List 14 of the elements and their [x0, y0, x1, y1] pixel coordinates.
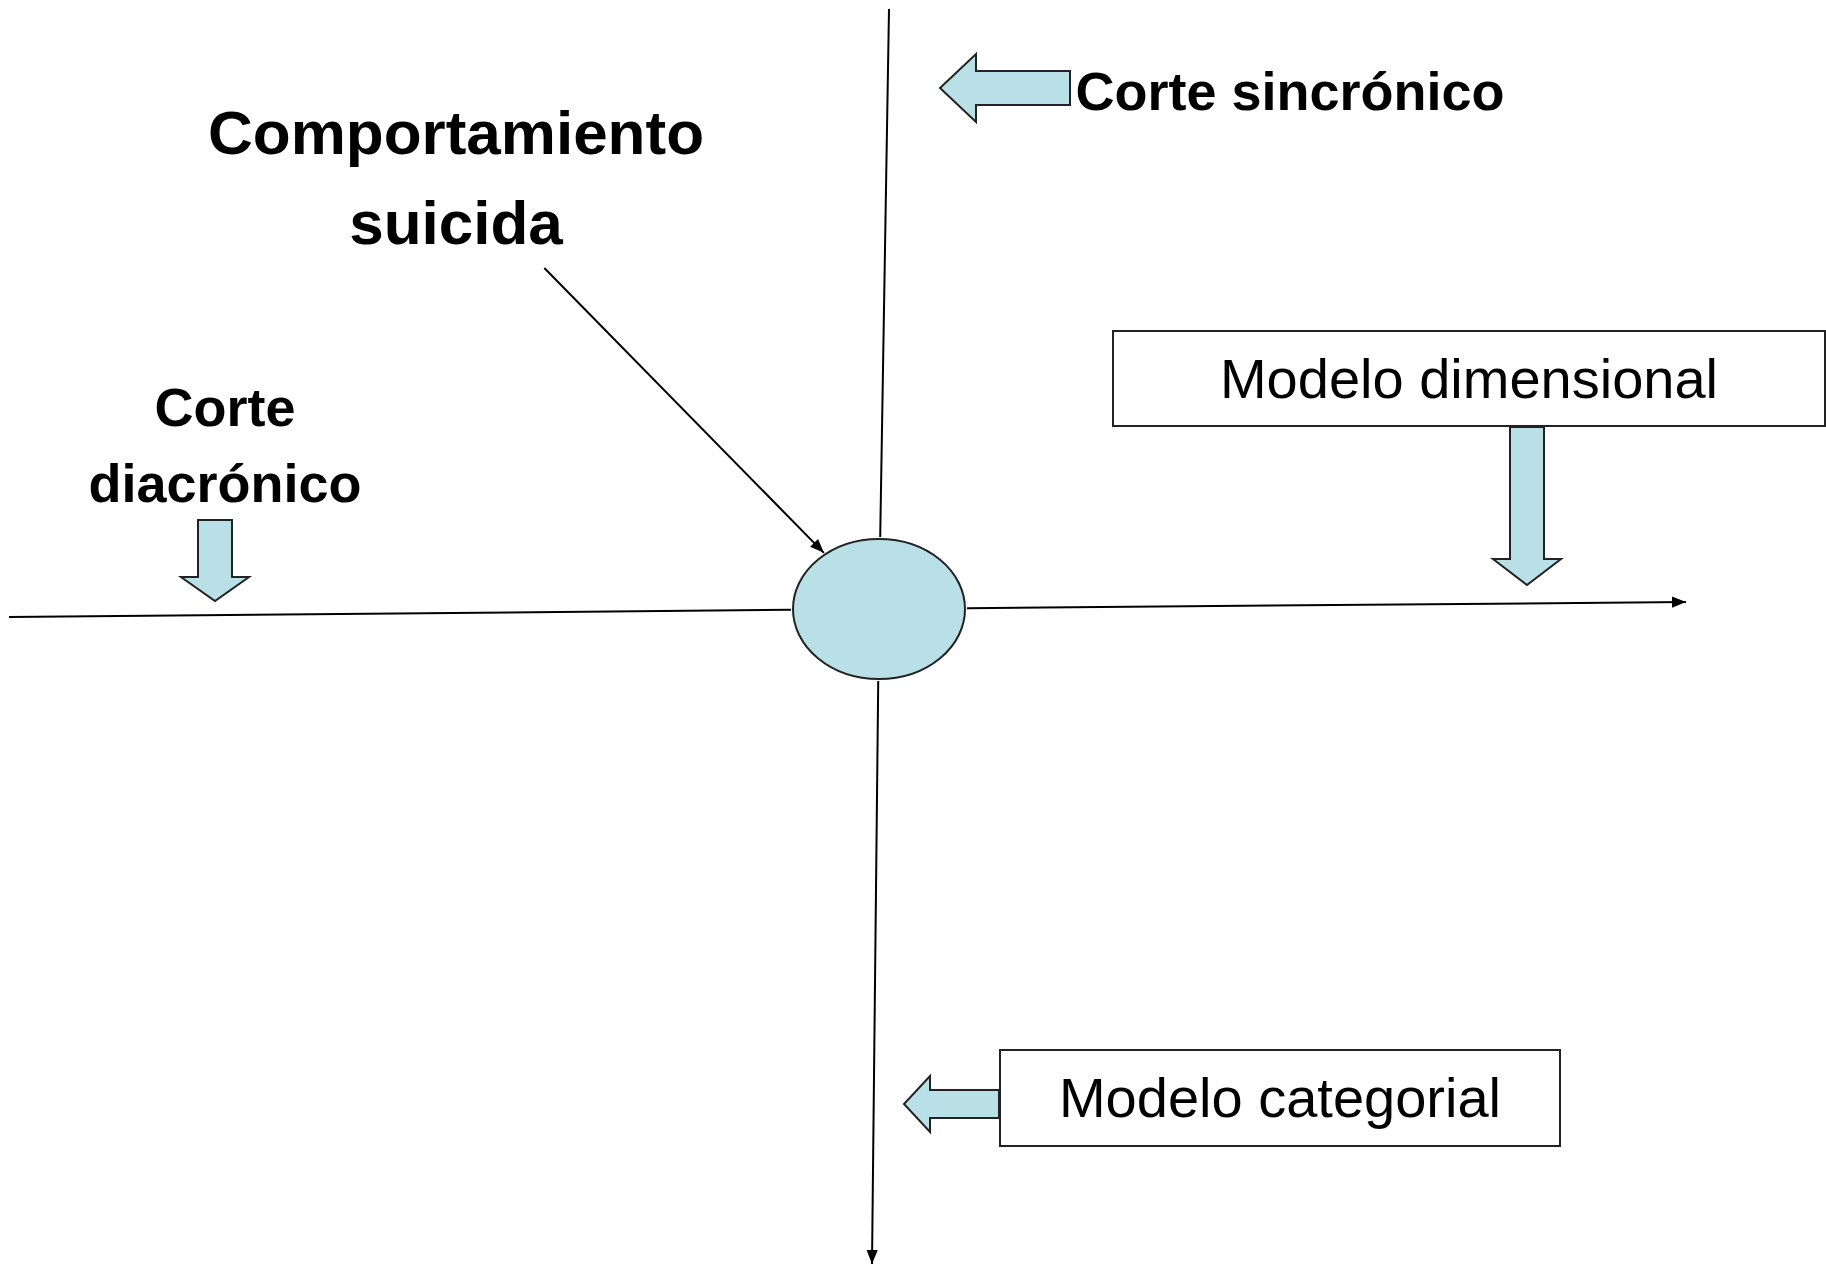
axis-line	[8, 608, 792, 618]
axis-line	[879, 8, 890, 538]
title-label: Comportamiento suicida	[140, 88, 772, 268]
arrow	[543, 267, 825, 554]
block-arrow	[938, 51, 1071, 125]
block-arrow	[1490, 426, 1564, 587]
block-arrow	[177, 519, 253, 603]
block-arrow	[902, 1073, 1000, 1135]
model-box: Modelo dimensional	[1112, 330, 1826, 427]
model-box: Modelo categorial	[999, 1049, 1561, 1147]
axis-label: Corte sincrónico	[1070, 55, 1510, 127]
axis-label: Corte diacrónico	[40, 370, 410, 520]
axis-line	[866, 680, 880, 1265]
axis-line	[966, 596, 1687, 610]
